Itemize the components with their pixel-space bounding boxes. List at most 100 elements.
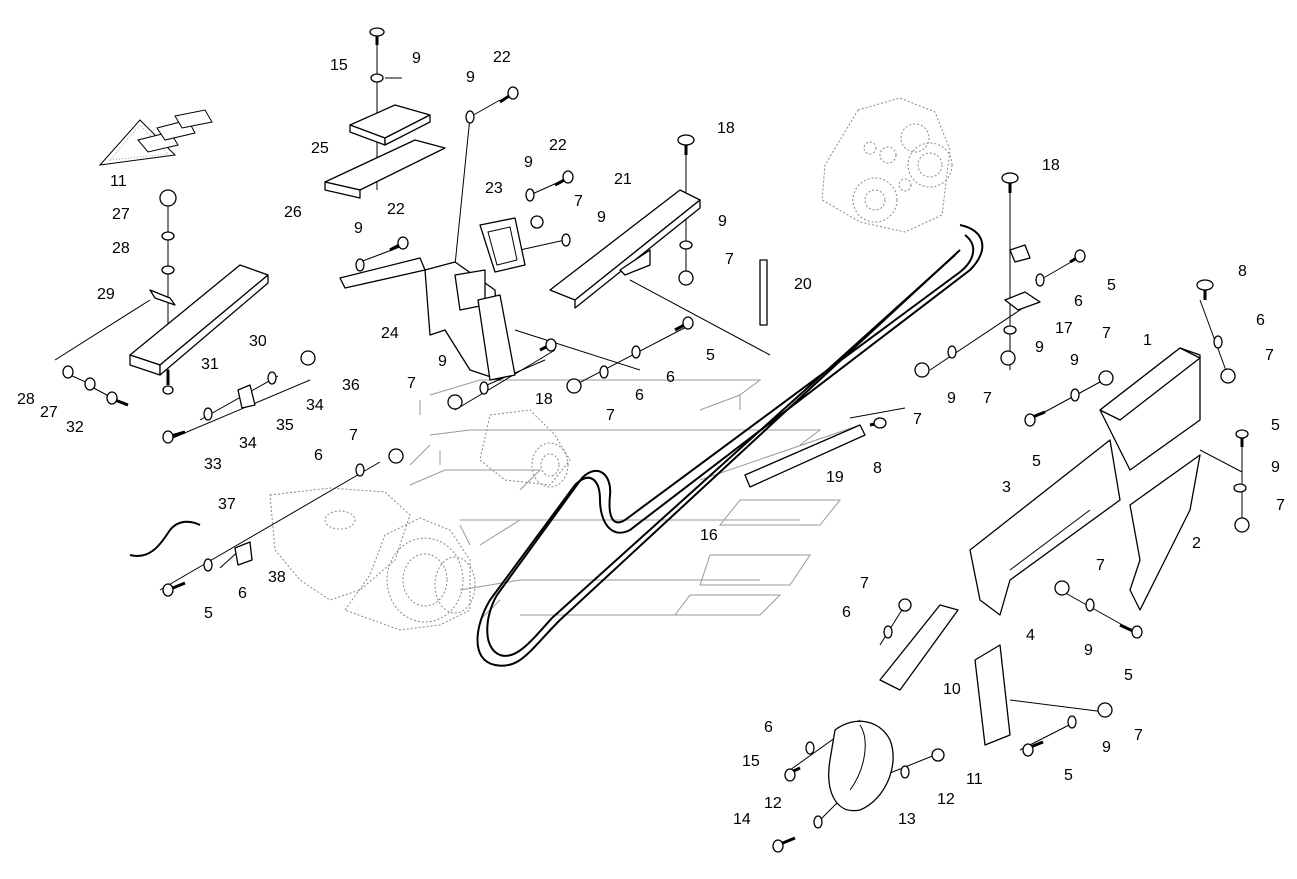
callout-9: 9 [1070, 352, 1079, 369]
part-2-panel [1129, 454, 1201, 611]
callout-9: 9 [466, 69, 475, 86]
washer [1035, 273, 1045, 287]
washer [161, 265, 175, 275]
callout-22: 22 [387, 201, 405, 218]
washer [1003, 325, 1017, 335]
callout-35: 35 [276, 417, 294, 434]
nut [566, 378, 582, 394]
bolt [1196, 279, 1214, 300]
callout-27: 27 [112, 206, 130, 223]
nut [1054, 580, 1070, 596]
callout-15: 15 [742, 753, 760, 770]
bolt [1001, 172, 1019, 193]
washer [947, 345, 957, 359]
washer [900, 765, 910, 779]
callout-9: 9 [1035, 339, 1044, 356]
callout-5: 5 [204, 605, 213, 622]
motor-ghost [479, 409, 571, 488]
callout-8: 8 [873, 460, 882, 477]
callout-16: 16 [700, 527, 718, 544]
leader-lines [54, 45, 1243, 823]
callout-11: 11 [966, 771, 983, 788]
bolt [1119, 623, 1143, 639]
callout-12: 12 [764, 795, 782, 812]
callout-labels: 1 2 3 4 5 5 5 5 5 5 5 6 6 6 6 6 6 6 6 7 … [17, 49, 1285, 828]
callout-7: 7 [574, 193, 583, 210]
bolt [162, 581, 186, 597]
fasteners [62, 27, 1250, 853]
bolt [784, 766, 801, 782]
bolt [1022, 740, 1044, 757]
part-17-bracket [1004, 244, 1041, 311]
callout-9: 9 [438, 353, 447, 370]
bolt [389, 236, 409, 252]
callout-7: 7 [606, 407, 615, 424]
part-16-belt [476, 224, 984, 667]
part-26-plate [324, 139, 446, 199]
bolt [677, 134, 695, 155]
bolt [1024, 410, 1046, 427]
callout-6: 6 [666, 369, 675, 386]
callout-5: 5 [1032, 453, 1041, 470]
washer [355, 258, 365, 272]
nut [931, 748, 945, 762]
nut [300, 350, 316, 366]
callout-6: 6 [842, 604, 851, 621]
callout-9: 9 [718, 213, 727, 230]
washer [479, 381, 489, 395]
callout-17: 17 [1055, 320, 1073, 337]
callout-7: 7 [913, 411, 922, 428]
callout-8: 8 [1238, 263, 1247, 280]
part-29-clip [149, 289, 176, 306]
callout-2: 2 [1192, 535, 1201, 552]
callout-9: 9 [1102, 739, 1111, 756]
part-1-cover [1099, 347, 1201, 471]
bolt [772, 836, 796, 853]
callout-9: 9 [524, 154, 533, 171]
callout-6: 6 [1256, 312, 1265, 329]
callout-9: 9 [947, 390, 956, 407]
callout-7: 7 [1265, 347, 1274, 364]
callout-6: 6 [1074, 293, 1083, 310]
callout-7: 7 [1276, 497, 1285, 514]
callout-6: 6 [764, 719, 773, 736]
washer [561, 233, 571, 247]
washer [599, 365, 609, 379]
bolt [106, 391, 129, 407]
washer [1067, 715, 1077, 729]
bolt [1235, 429, 1249, 447]
bolt [369, 27, 385, 45]
callout-36: 36 [342, 377, 360, 394]
chassis-ghost [409, 379, 861, 621]
callout-13: 13 [898, 811, 916, 828]
callout-5: 5 [1064, 767, 1073, 784]
nut [1098, 370, 1114, 386]
callout-7: 7 [349, 427, 358, 444]
washer [805, 741, 815, 755]
washer [679, 240, 693, 250]
part-37-cable [129, 520, 201, 557]
part-24-bracket [339, 257, 516, 381]
nut [530, 215, 544, 229]
callout-33: 33 [204, 456, 222, 473]
washer [62, 365, 74, 379]
part-35-clip [237, 384, 256, 409]
callout-34: 34 [239, 435, 257, 452]
nut [1097, 702, 1113, 718]
callout-28: 28 [112, 240, 130, 257]
bolt [499, 86, 519, 104]
callout-7: 7 [983, 390, 992, 407]
part-4-plate [974, 644, 1011, 746]
nut [1220, 368, 1236, 384]
callout-22: 22 [549, 137, 567, 154]
washer [370, 73, 384, 83]
part-19-strip [744, 424, 866, 488]
callout-12: 12 [937, 791, 955, 808]
part-38-clip [234, 541, 253, 566]
callout-9: 9 [1084, 642, 1093, 659]
engine-ghost [269, 487, 476, 631]
callout-5: 5 [1107, 277, 1116, 294]
callout-18: 18 [1042, 157, 1060, 174]
callout-26: 26 [284, 204, 302, 221]
